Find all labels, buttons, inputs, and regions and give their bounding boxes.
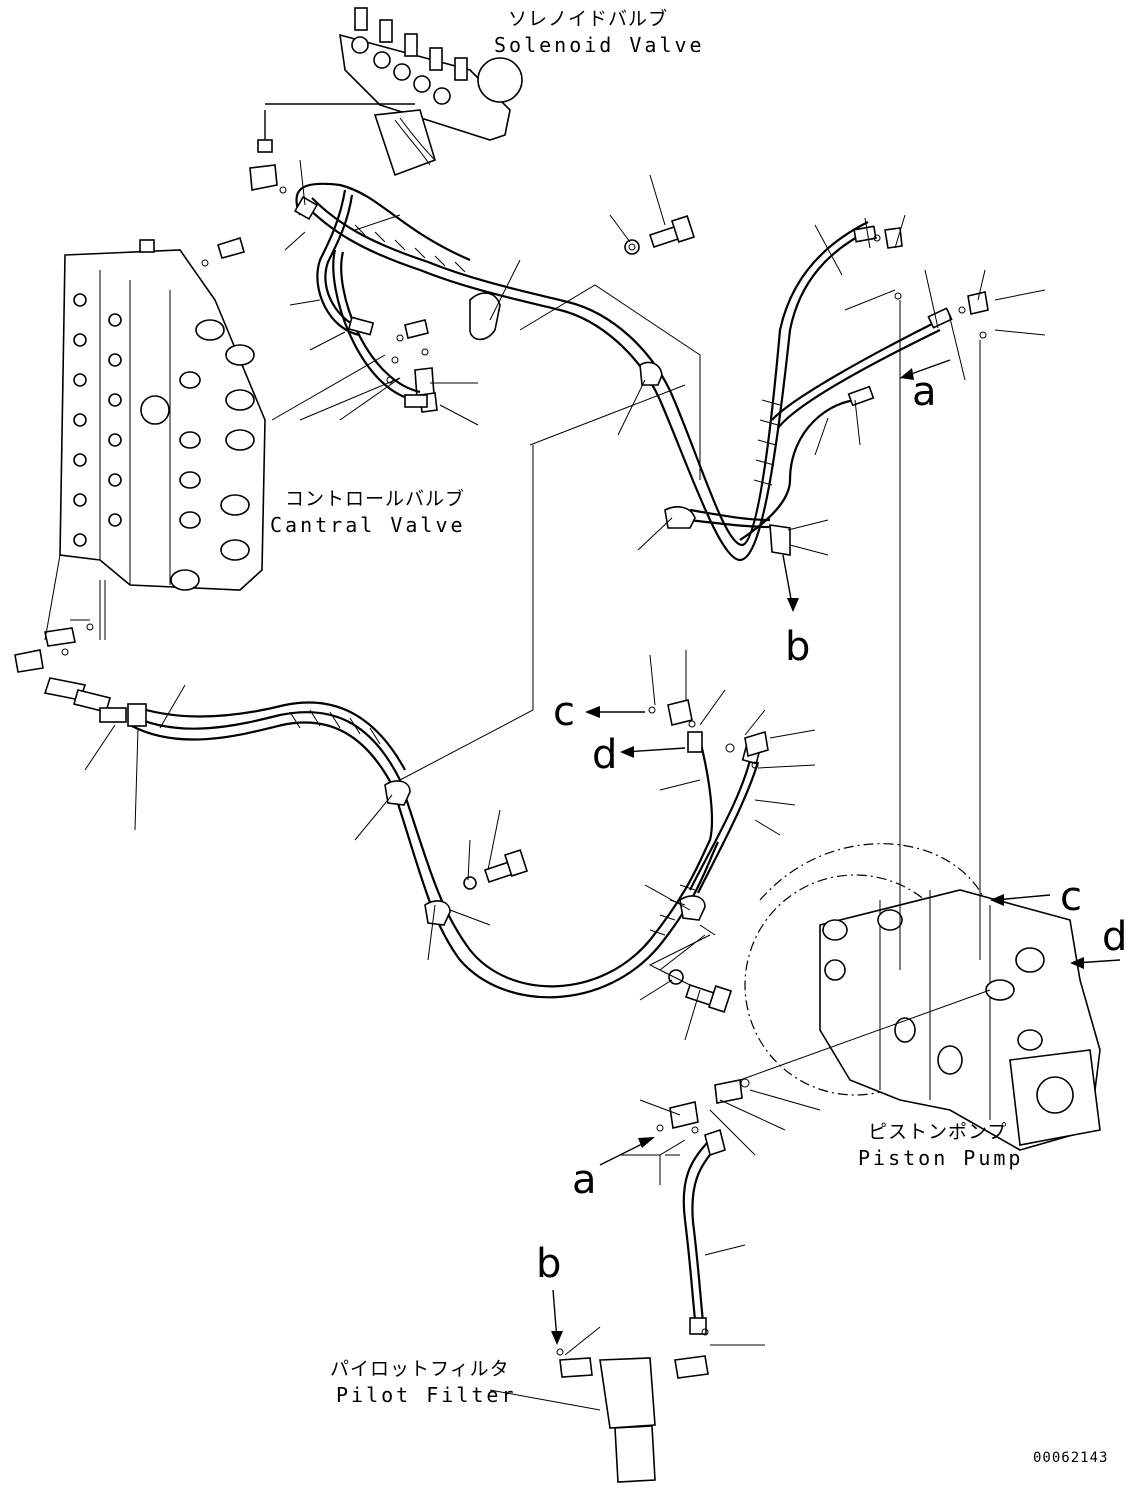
control-valve-fittings xyxy=(14,236,438,713)
lower-hose-bundle xyxy=(99,699,769,1013)
callout-b-upper: b xyxy=(785,624,810,670)
solenoid-valve-label-en: Solenoid Valve xyxy=(494,33,705,57)
pilot-filter-label-jp: パイロットフィルタ xyxy=(330,1358,510,1380)
callout-d-left: d xyxy=(592,732,617,778)
control-valve-label-jp: コントロールバルブ xyxy=(285,487,465,510)
callout-d-pump: d xyxy=(1102,914,1127,960)
pilot-filter-assembly xyxy=(556,1101,726,1483)
leader-lines xyxy=(44,159,1046,1411)
solenoid-valve-assembly xyxy=(264,7,523,177)
callout-a-lower: a xyxy=(572,1157,597,1203)
piston-pump-label-jp: ピストンポンプ xyxy=(868,1121,1007,1143)
solenoid-valve-label-jp: ソレノイドバルブ xyxy=(508,7,668,30)
drawing-number: 00062143 xyxy=(1033,1450,1108,1466)
callout-c-left: c xyxy=(553,689,575,735)
solenoid-fittings xyxy=(201,139,304,267)
callout-b-lower: b xyxy=(536,1241,561,1287)
control-valve-label-en: Cantral Valve xyxy=(270,513,466,537)
callout-arrows xyxy=(551,359,1121,1345)
callout-a-upper: a xyxy=(912,369,937,415)
piston-pump-assembly xyxy=(714,843,1101,1151)
piston-pump-label-en: Piston Pump xyxy=(858,1146,1023,1170)
control-valve-assembly xyxy=(59,239,266,640)
callout-c-pump: c xyxy=(1060,874,1082,920)
pilot-filter-label-en: Pilot Filter xyxy=(336,1383,517,1407)
